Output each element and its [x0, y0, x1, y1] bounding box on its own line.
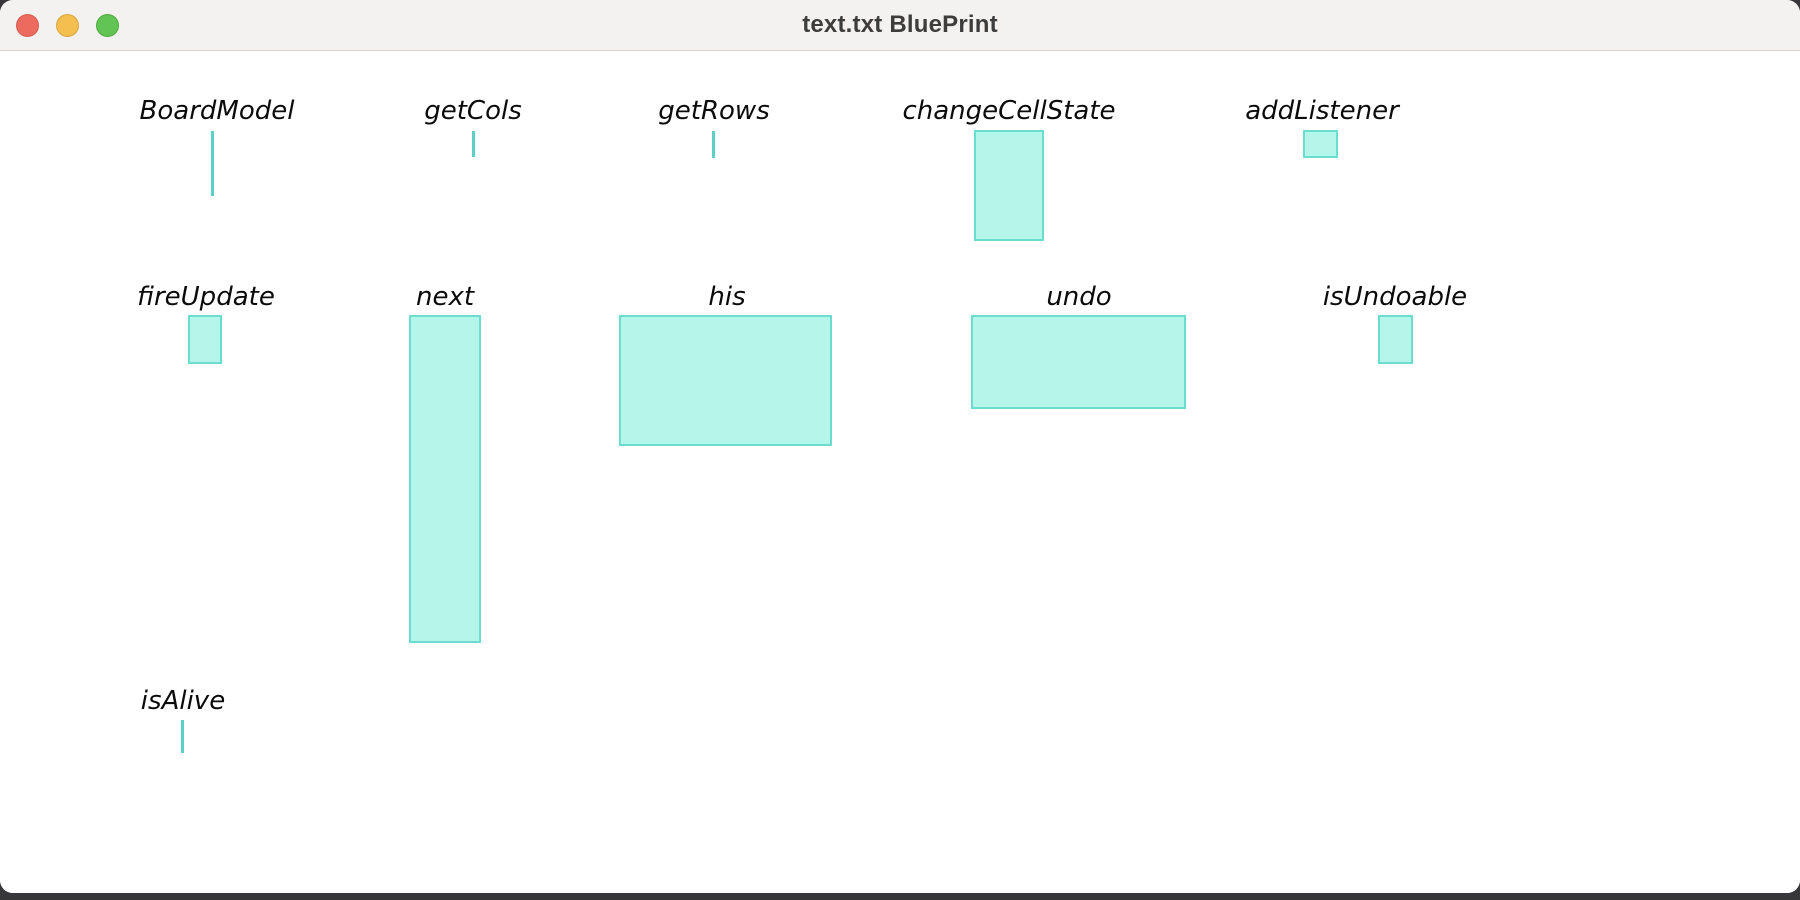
method-label: undo — [1046, 282, 1112, 312]
method-size-rect[interactable] — [472, 131, 475, 157]
method-label: getRows — [658, 96, 770, 126]
blueprint-canvas: BoardModel getCols getRows changeCellState a… — [0, 51, 1800, 893]
method-label: his — [708, 282, 746, 312]
window-title: text.txt BluePrint — [802, 11, 998, 38]
method-size-rect[interactable] — [409, 315, 481, 643]
method-label: fireUpdate — [137, 282, 275, 312]
method-size-rect[interactable] — [619, 315, 832, 446]
method-size-rect[interactable] — [971, 315, 1186, 409]
method-label: changeCellState — [902, 96, 1116, 126]
close-button[interactable] — [16, 13, 39, 37]
method-size-rect[interactable] — [712, 131, 715, 158]
method-size-rect[interactable] — [211, 131, 214, 196]
zoom-button[interactable] — [96, 13, 119, 37]
method-label: isAlive — [140, 686, 226, 716]
minimize-button[interactable] — [56, 13, 79, 37]
traffic-lights — [16, 0, 119, 50]
method-size-rect[interactable] — [1378, 315, 1413, 364]
method-label: addListener — [1245, 96, 1399, 126]
method-label: next — [415, 282, 475, 312]
method-size-rect[interactable] — [181, 720, 184, 753]
method-size-rect[interactable] — [974, 130, 1044, 241]
method-size-rect[interactable] — [1303, 130, 1338, 158]
method-label: BoardModel — [139, 96, 295, 126]
title-bar[interactable]: text.txt BluePrint — [0, 0, 1800, 51]
method-size-rect[interactable] — [188, 315, 222, 364]
method-label: getCols — [424, 96, 522, 126]
method-label: isUndoable — [1322, 282, 1468, 312]
